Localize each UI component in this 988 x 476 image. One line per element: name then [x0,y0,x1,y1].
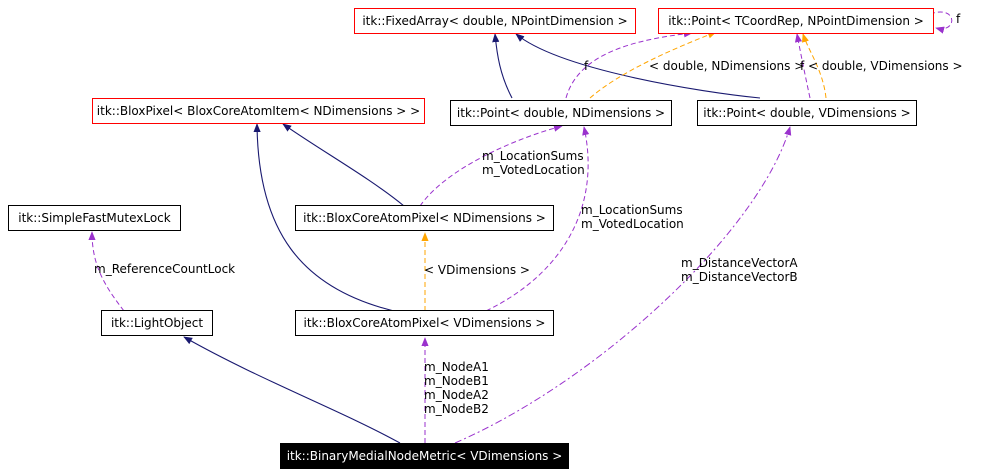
node-point-vdim[interactable]: itk::Point< double, VDimensions > [697,100,917,126]
label-voted-location: m_VotedLocation [482,163,585,177]
label-voted-location: m_VotedLocation [581,217,684,231]
label-core-ndim-members: m_LocationSums m_VotedLocation [482,149,585,177]
edge-point-vdim-to-point-tcoord [794,33,811,99]
label-node-a1: m_NodeA1 [424,360,489,374]
label-node-b2: m_NodeB2 [424,402,489,416]
label-point-ndim-f: f [584,59,589,73]
edge-core-atom-vdim-to-point-ndim [485,126,590,312]
label-distance-vectors: m_DistanceVectorA m_DistanceVectorB [681,256,798,284]
edge-point-ndim-to-point-tcoord-template [589,31,717,99]
label-distance-vector-b: m_DistanceVectorB [681,270,798,284]
edge-core-atom-ndim-to-blox-pixel [282,123,405,207]
label-template-ndim: < double, NDimensions > [649,59,805,73]
edge-point-ndim-to-point-tcoord [565,30,693,99]
edge-core-atom-ndim-to-point-ndim [419,124,563,207]
label-distance-vector-a: m_DistanceVectorA [681,256,798,270]
edge-medial-metric-to-point-vdim [454,126,792,444]
node-blox-pixel[interactable]: itk::BloxPixel< BloxCoreAtomItem< NDimen… [92,98,425,124]
node-medial-metric[interactable]: itk::BinaryMedialNodeMetric< VDimensions… [280,443,569,469]
label-template-vdim-core: < VDimensions > [424,263,530,277]
label-location-sums: m_LocationSums [482,149,584,163]
label-location-sums: m_LocationSums [581,203,683,217]
node-mutex-lock[interactable]: itk::SimpleFastMutexLock [8,205,181,231]
label-point-self: f [956,12,961,26]
node-core-atom-vdim[interactable]: itk::BloxCoreAtomPixel< VDimensions > [295,310,554,336]
edge-core-atom-vdim-to-blox-pixel [253,123,395,312]
edge-medial-metric-to-light-object [183,336,401,444]
edge-light-object-to-mutex-lock [88,231,125,312]
label-point-vdim-f: f [800,59,805,73]
node-point-tcoord[interactable]: itk::Point< TCoordRep, NPointDimension > [658,8,934,34]
node-point-ndim[interactable]: itk::Point< double, NDimensions > [450,100,672,126]
label-node-a2: m_NodeA2 [424,388,489,402]
node-core-atom-ndim[interactable]: itk::BloxCoreAtomPixel< NDimensions > [295,205,554,231]
edge-point-tcoord-self [929,11,953,34]
label-template-vdim: < double, VDimensions > [808,59,963,73]
label-node-members: m_NodeA1 m_NodeB1 m_NodeA2 m_NodeB2 [424,360,489,416]
label-node-b1: m_NodeB1 [424,374,489,388]
edge-point-ndim-to-fixed-array [492,33,513,99]
label-core-vdim-members: m_LocationSums m_VotedLocation [581,203,684,231]
node-fixed-array[interactable]: itk::FixedArray< double, NPointDimension… [354,8,636,34]
node-light-object[interactable]: itk::LightObject [101,310,213,336]
label-reference-count-lock: m_ReferenceCountLock [94,262,236,276]
edge-point-vdim-to-fixed-array [515,33,761,99]
